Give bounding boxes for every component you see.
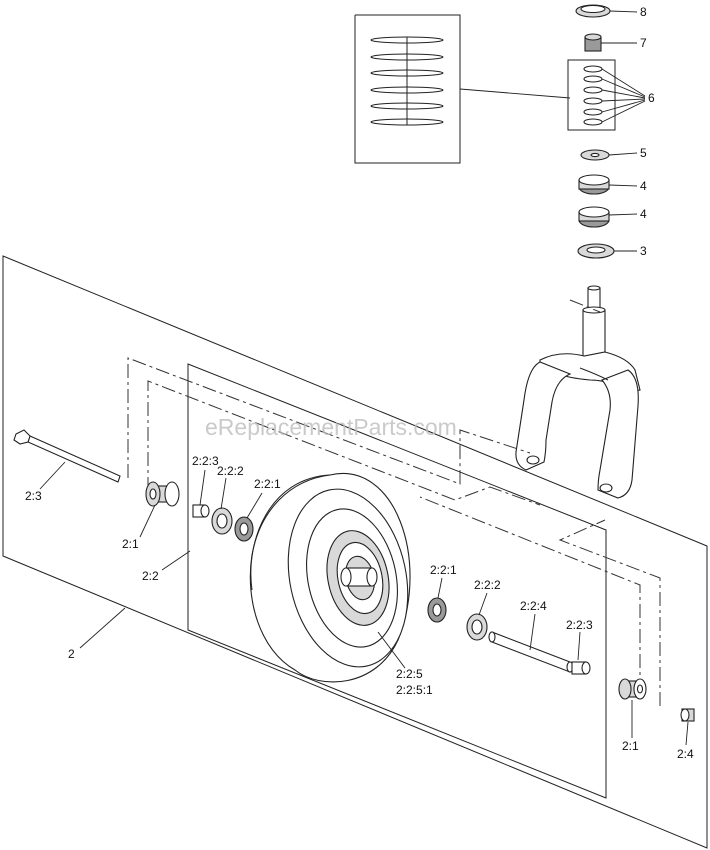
part-4-bearing-lower bbox=[578, 206, 610, 228]
assembly-2-2-outline bbox=[187, 363, 607, 799]
part-2-2-3-spacer-left bbox=[192, 504, 210, 518]
part-7-nut bbox=[584, 33, 602, 52]
exploded-view-dash-lines bbox=[127, 299, 661, 706]
callout-2-3: 2:3 bbox=[25, 489, 42, 503]
callout-2-2-5-1: 2:2:5:1 bbox=[396, 683, 433, 697]
watermark-text: eReplacementParts.com bbox=[205, 414, 457, 440]
callout-4-lower: 4 bbox=[640, 207, 647, 221]
callout-2-2-5: 2:2:5 bbox=[396, 667, 423, 681]
callout-3: 3 bbox=[640, 244, 647, 258]
callout-2-2-3-right: 2:2:3 bbox=[566, 618, 593, 632]
callout-2-2-2-top: 2:2:2 bbox=[217, 464, 244, 478]
callout-8: 8 bbox=[640, 5, 647, 19]
callout-2-2-1-mid: 2:2:1 bbox=[430, 563, 457, 577]
part-2-1-spacer-right bbox=[618, 678, 647, 700]
callout-2-1-right: 2:1 bbox=[622, 739, 639, 753]
part-2-1-spacer-left bbox=[145, 481, 180, 507]
callout-2: 2 bbox=[68, 647, 75, 661]
callout-2-2-1-top: 2:2:1 bbox=[254, 477, 281, 491]
callout-2-2-4: 2:2:4 bbox=[520, 599, 547, 613]
part-2-2-1-bearing-left bbox=[234, 516, 254, 542]
detail-inset-washers bbox=[370, 36, 444, 126]
part-2-2-1-bearing-right bbox=[427, 597, 447, 623]
detail-inset-frame bbox=[354, 14, 461, 164]
part-4-bearing-upper bbox=[578, 174, 610, 195]
callout-leader-lines bbox=[39, 10, 689, 746]
assembly-2-outline bbox=[2, 255, 708, 849]
callout-2-2-3-top: 2:2:3 bbox=[192, 454, 219, 468]
callout-2-2-2-mid: 2:2:2 bbox=[474, 578, 501, 592]
callout-2-4: 2:4 bbox=[677, 747, 694, 761]
part-2-2-4-spacer-tube bbox=[488, 631, 574, 673]
part-2-2-3-spacer-right bbox=[571, 661, 591, 675]
part-2-2-5-wheel-tire bbox=[249, 472, 411, 683]
callout-5: 5 bbox=[640, 146, 647, 160]
part-2-2-2-seal-right bbox=[466, 613, 488, 641]
part-8-dust-cap bbox=[575, 4, 611, 18]
part-2-3-axle-bolt bbox=[13, 429, 121, 483]
part-5-washer bbox=[580, 149, 610, 161]
part-2-4-nut bbox=[680, 708, 695, 722]
callout-labels: 8 7 6 5 4 4 3 2:3 2:1 2:2 2 2:2:3 2:2:2 … bbox=[25, 5, 694, 761]
callout-7: 7 bbox=[640, 36, 647, 50]
part-6-washers bbox=[567, 59, 616, 131]
callout-4-upper: 4 bbox=[640, 179, 647, 193]
callout-2-1-left: 2:1 bbox=[122, 537, 139, 551]
part-3-seal bbox=[577, 243, 615, 259]
detail-inset-leader bbox=[459, 88, 571, 99]
part-2-2-2-seal-left bbox=[211, 507, 233, 535]
caster-fork bbox=[515, 285, 641, 499]
callout-6: 6 bbox=[648, 91, 655, 105]
callout-2-2: 2:2 bbox=[142, 569, 159, 583]
